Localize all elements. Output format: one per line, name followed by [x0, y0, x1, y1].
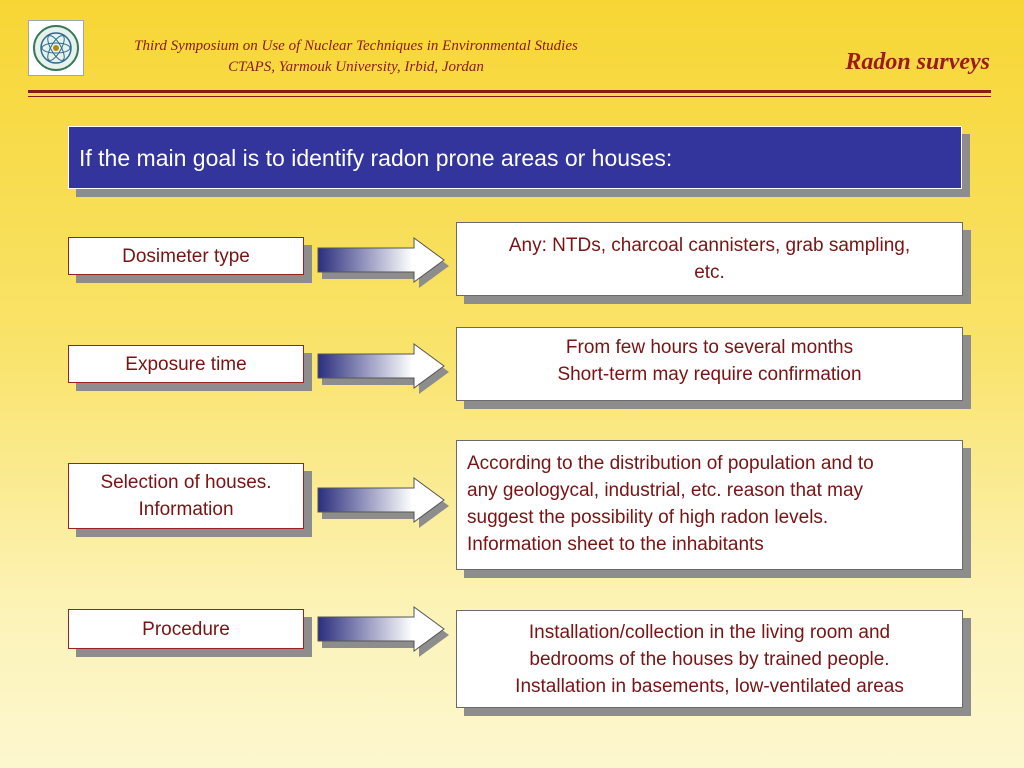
- header-line-2: CTAPS, Yarmouk University, Irbid, Jordan: [228, 59, 484, 75]
- header-divider-thick: [28, 90, 991, 93]
- description-line: Short-term may require confirmation: [557, 364, 862, 385]
- label-text: Procedure: [142, 618, 230, 640]
- description-procedure: Installation/collection in the living ro…: [456, 610, 963, 708]
- description-exposure-time: From few hours to several months Short-t…: [456, 327, 963, 401]
- label-text: Exposure time: [125, 353, 247, 375]
- label-dosimeter-type: Dosimeter type: [68, 237, 304, 275]
- symposium-logo: [28, 20, 84, 76]
- label-exposure-time: Exposure time: [68, 345, 304, 383]
- description-line: Installation/collection in the living ro…: [528, 622, 891, 643]
- description-dosimeter-type: Any: NTDs, charcoal cannisters, grab sam…: [456, 222, 963, 296]
- right-arrow-icon: [317, 237, 449, 288]
- label-selection-of-houses: Selection of houses. Information: [68, 463, 304, 529]
- symposium-header: Third Symposium on Use of Nuclear Techni…: [96, 36, 616, 78]
- label-procedure: Procedure: [68, 609, 304, 649]
- description-line: any geologycal, industrial, etc. reason …: [467, 480, 864, 501]
- slide-title: Radon surveys: [845, 49, 990, 75]
- header-line-1: Third Symposium on Use of Nuclear Techni…: [134, 38, 578, 54]
- right-arrow-icon: [317, 606, 449, 657]
- label-text: Dosimeter type: [122, 245, 250, 267]
- right-arrow-icon: [317, 477, 449, 528]
- description-line: According to the distribution of populat…: [467, 453, 874, 474]
- description-line: suggest the possibility of high radon le…: [467, 507, 829, 528]
- description-line: etc.: [694, 262, 725, 283]
- label-text: Selection of houses.: [100, 472, 272, 493]
- description-line: Any: NTDs, charcoal cannisters, grab sam…: [508, 235, 911, 256]
- description-line: Information sheet to the inhabitants: [467, 534, 764, 555]
- description-selection-of-houses: According to the distribution of populat…: [456, 440, 963, 570]
- description-line: bedrooms of the houses by trained people…: [529, 649, 890, 670]
- header-divider-thin: [28, 96, 991, 97]
- label-text: Information: [138, 499, 234, 520]
- right-arrow-icon: [317, 343, 449, 394]
- goal-banner: If the main goal is to identify radon pr…: [68, 126, 962, 189]
- description-line: Installation in basements, low-ventilate…: [515, 676, 904, 697]
- description-line: From few hours to several months: [565, 337, 854, 358]
